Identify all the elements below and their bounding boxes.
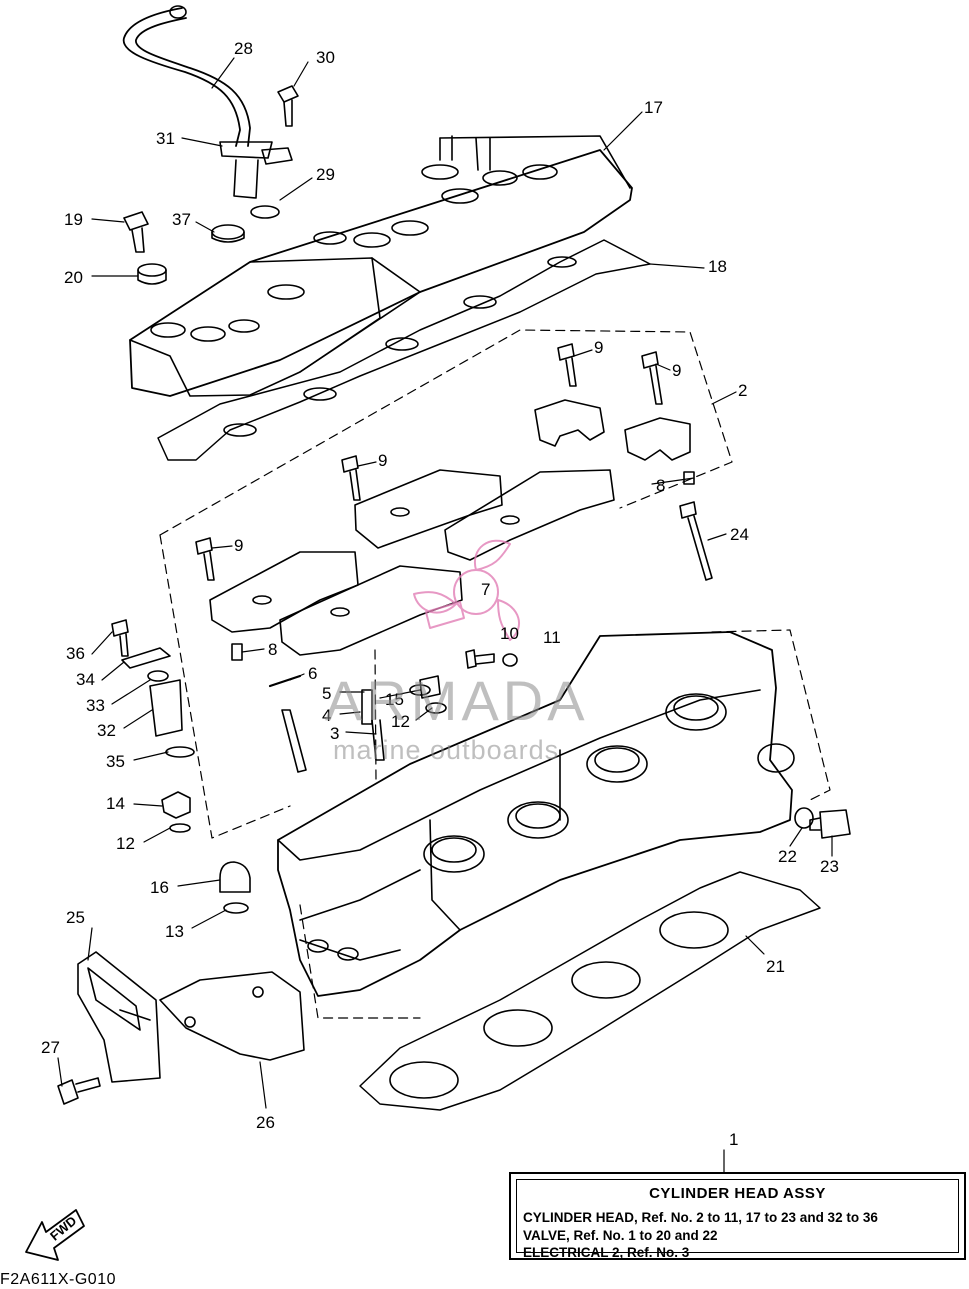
callout-6: 6 (308, 664, 318, 683)
callout-5: 5 (322, 684, 332, 703)
plug-37 (211, 224, 245, 243)
callout-34: 34 (76, 670, 95, 689)
callout-12: 12 (116, 834, 135, 853)
callout-32: 32 (97, 721, 116, 740)
callout-20: 20 (64, 268, 83, 287)
grommet-20 (137, 263, 167, 285)
legend-line-2: VALVE, Ref. No. 1 to 20 and 22 (523, 1228, 718, 1243)
legend-title: CYLINDER HEAD ASSY (649, 1185, 826, 1202)
watermark-title: ARMADA (325, 669, 589, 732)
leader-lines (57, 57, 833, 1173)
callout-11: 11 (543, 628, 561, 647)
callout-15: 15 (385, 690, 404, 709)
callout-23: 23 (820, 857, 839, 876)
callout-12: 12 (391, 712, 410, 731)
callout-17: 17 (644, 98, 663, 117)
callout-10: 10 (500, 624, 519, 643)
cover-26 (159, 971, 305, 1061)
callout-9: 9 (672, 361, 682, 380)
callout-14: 14 (106, 794, 125, 813)
callout-9: 9 (234, 536, 244, 555)
callout-9: 9 (594, 338, 604, 357)
bolt-30 (277, 85, 299, 127)
figure-code: F2A611X-G010 (0, 1271, 116, 1288)
cylinder-head (277, 631, 795, 997)
callout-24: 24 (730, 525, 749, 544)
callout-37: 37 (172, 210, 191, 229)
bolt-27 (57, 1077, 101, 1105)
callout-4: 4 (322, 706, 332, 725)
callout-7: 7 (481, 580, 491, 599)
bracket-25 (77, 951, 161, 1083)
callout-28: 28 (234, 39, 253, 58)
watermark-subtitle: marine outboards (333, 735, 560, 765)
callout-1: 1 (729, 1130, 739, 1149)
assembly-legend-box: CYLINDER HEAD ASSY CYLINDER HEAD, Ref. N… (509, 1172, 966, 1260)
fwd-arrow-icon (25, 1209, 85, 1261)
dowel-pins (231, 471, 695, 661)
callout-35: 35 (106, 752, 125, 771)
callout-9: 9 (378, 451, 388, 470)
callout-25: 25 (66, 908, 85, 927)
callout-16: 16 (150, 878, 169, 897)
callout-27: 27 (41, 1038, 60, 1057)
legend-line-3: ELECTRICAL 2, Ref. No. 3 (523, 1245, 690, 1260)
callout-22: 22 (778, 847, 797, 866)
callout-8: 8 (656, 476, 666, 495)
callout-26: 26 (256, 1113, 275, 1132)
callout-13: 13 (165, 922, 184, 941)
callout-8: 8 (268, 640, 278, 659)
plug-tube (111, 619, 195, 758)
callout-2: 2 (738, 381, 748, 400)
bolts-10-11 (465, 649, 518, 669)
legend-inner-frame: CYLINDER HEAD ASSY CYLINDER HEAD, Ref. N… (516, 1179, 959, 1260)
camshaft-caps (209, 399, 691, 656)
callout-33: 33 (86, 696, 105, 715)
small-fittings (161, 791, 251, 914)
watermark-propeller-icon (413, 539, 520, 641)
camshaft-cap-bolts (195, 343, 663, 581)
breather-hose (122, 5, 293, 219)
legend-line-1: CYLINDER HEAD, Ref. No. 2 to 11, 17 to 2… (523, 1210, 878, 1225)
callout-18: 18 (708, 257, 727, 276)
bolt-19 (123, 211, 149, 253)
cylinder-head-cover (129, 135, 633, 397)
callout-36: 36 (66, 644, 85, 663)
drain-plug (794, 807, 851, 839)
head-gasket (359, 871, 821, 1111)
callout-29: 29 (316, 165, 335, 184)
callout-19: 19 (64, 210, 83, 229)
head-cover-gasket (157, 239, 651, 461)
callout-30: 30 (316, 48, 335, 67)
head-bolt-24 (679, 501, 713, 581)
callout-31: 31 (156, 129, 175, 148)
callout-21: 21 (766, 957, 785, 976)
callout-3: 3 (330, 724, 340, 743)
